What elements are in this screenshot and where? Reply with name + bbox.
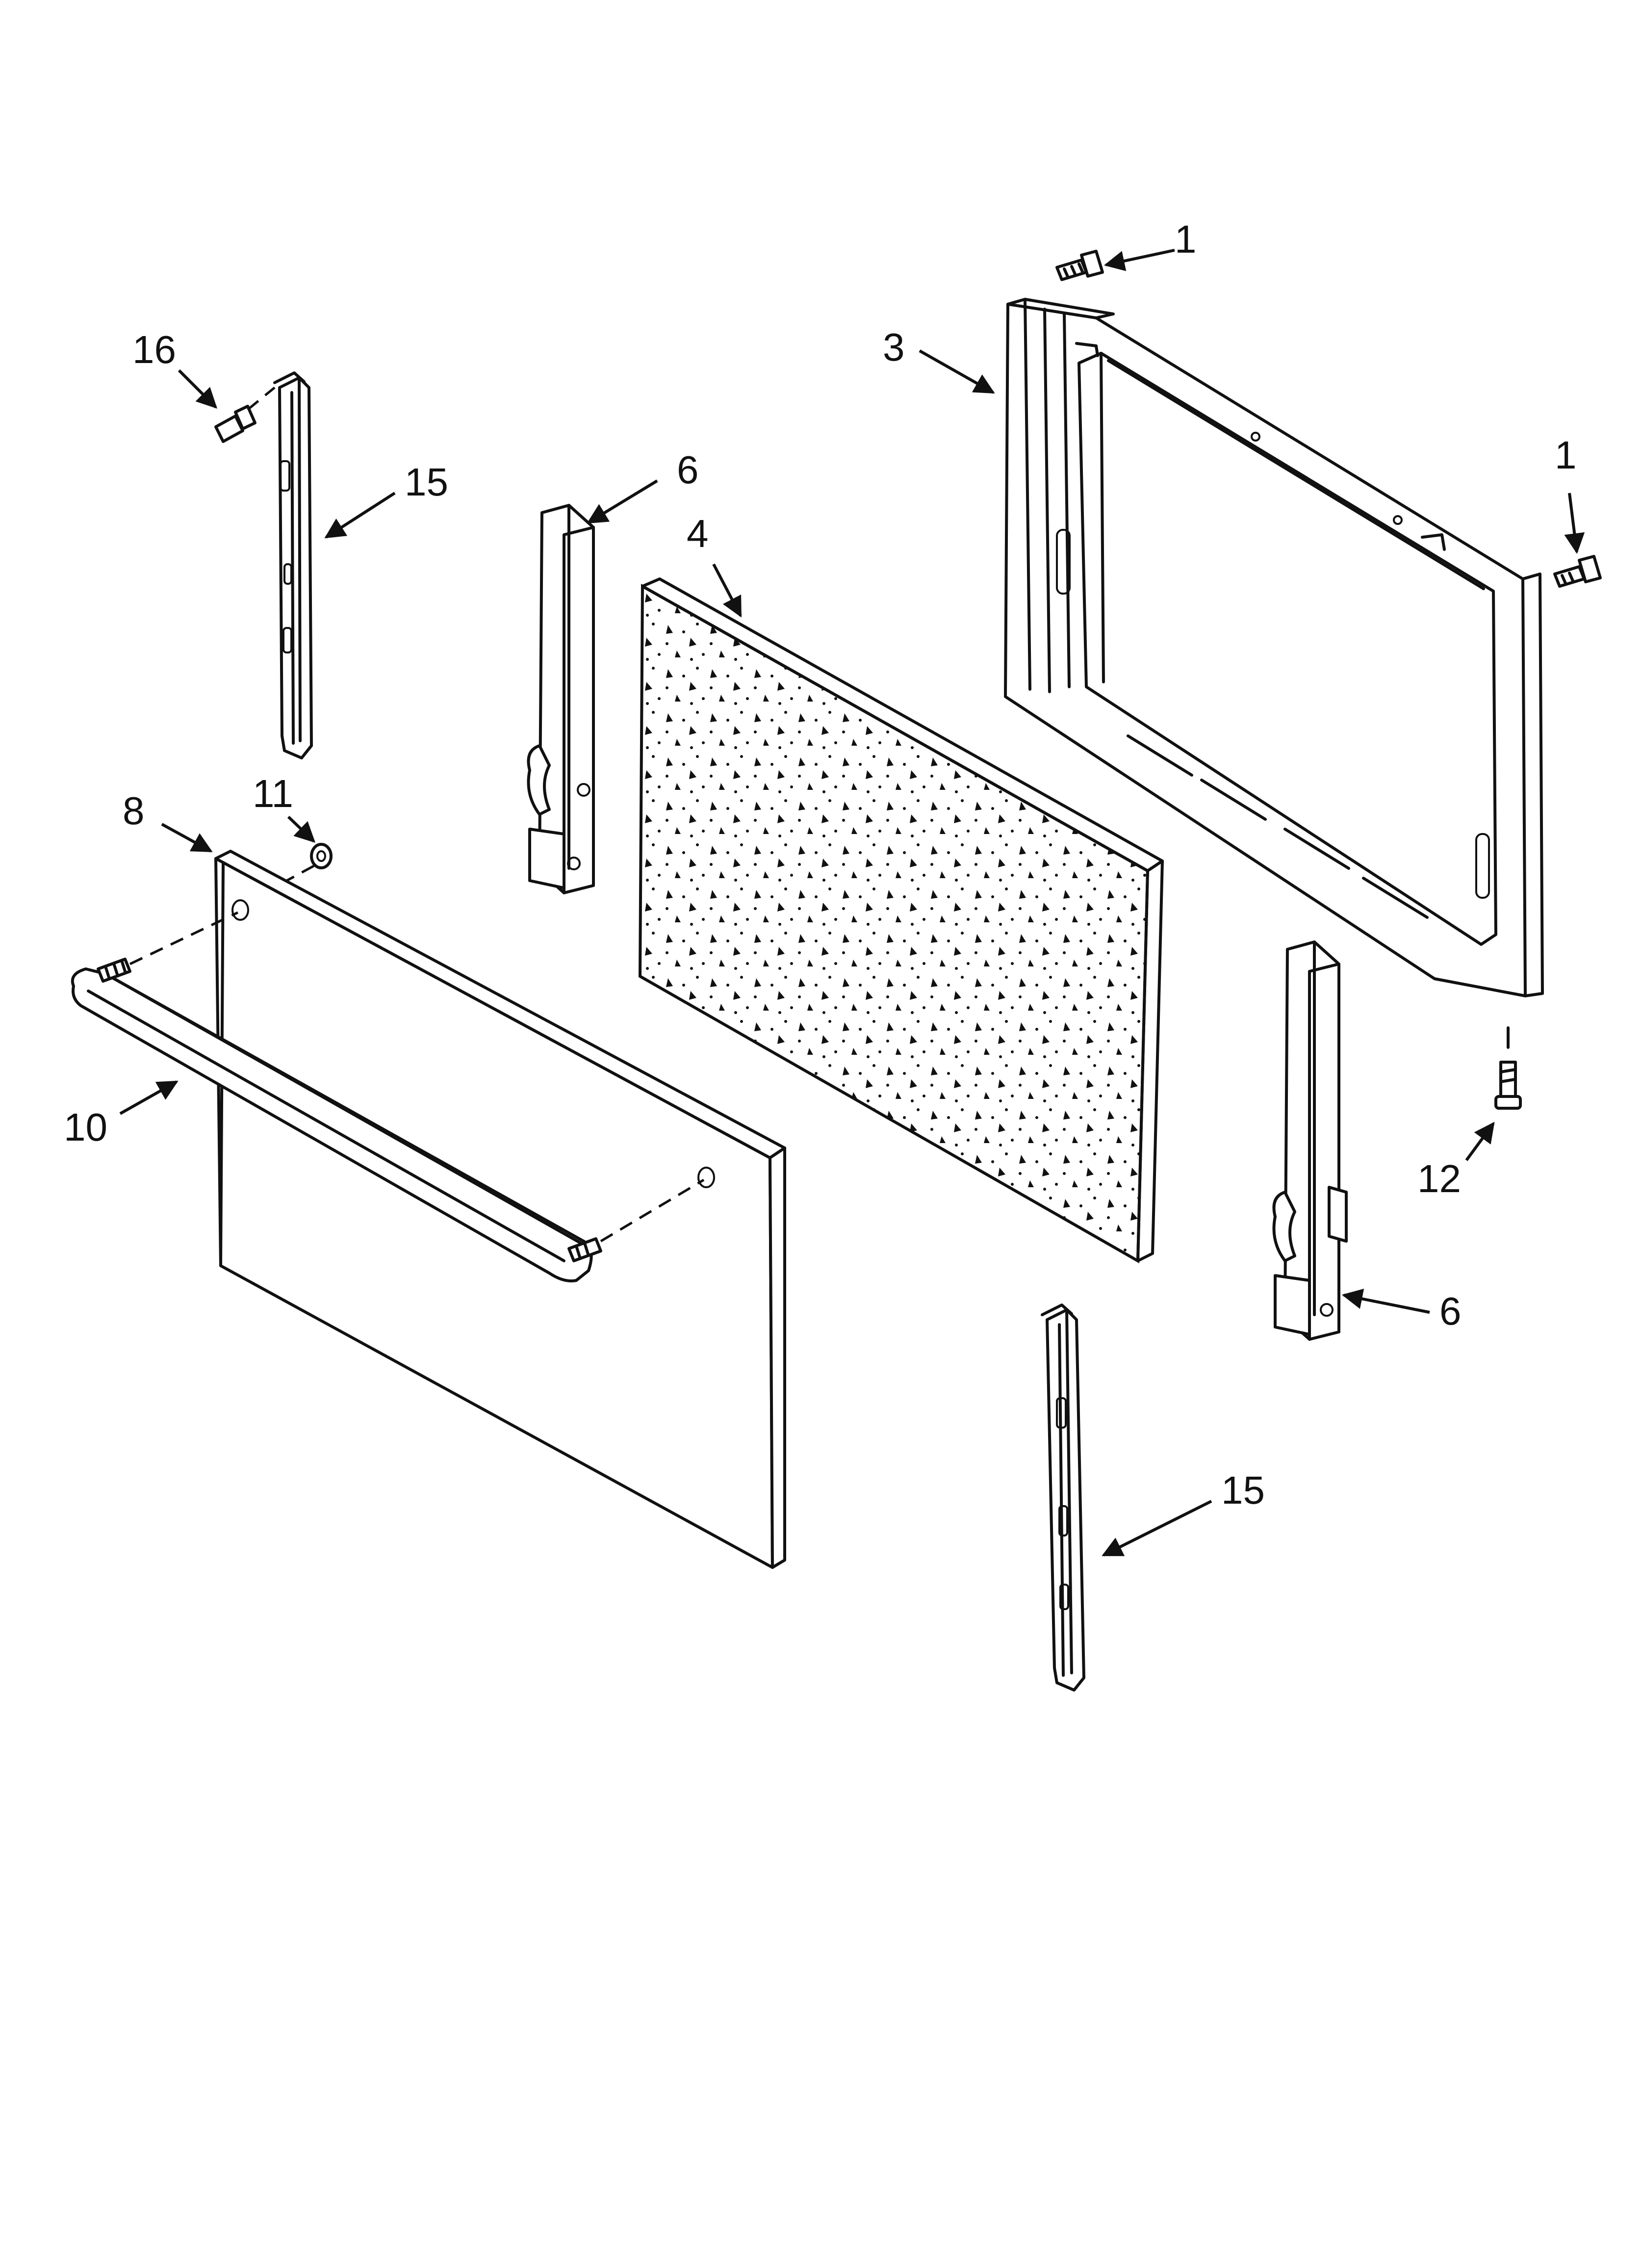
screw-16 [214,387,276,443]
leader-lines [119,249,1585,1557]
leader-15-top [324,492,396,539]
slide-15-bottom [1041,1303,1085,1692]
insulation-panel-part [638,577,1164,1264]
door-frame-part [1004,298,1544,997]
leader-12 [1465,1121,1495,1161]
callout-16: 16 [132,328,176,371]
callout-4: 4 [687,512,709,555]
callout-6-bottom: 6 [1439,1289,1462,1333]
screw-1-right [1553,555,1602,588]
callout-12: 12 [1417,1157,1461,1200]
leader-8 [161,823,213,853]
callout-3: 3 [883,325,905,369]
leader-1-right [1564,493,1585,554]
screw-12 [1494,1026,1522,1110]
leader-11 [287,815,316,843]
screw-1-top [1055,250,1104,281]
callout-10: 10 [64,1105,107,1149]
leader-10 [119,1080,179,1115]
leader-4 [712,563,742,618]
callout-11: 11 [253,772,293,815]
callout-1-right: 1 [1555,433,1577,477]
leader-6-bottom [1341,1288,1430,1314]
callout-6-top: 6 [677,448,699,492]
hinge-6-top [527,504,595,894]
leader-1-top [1103,249,1175,271]
callout-labels: 1 1 3 4 6 6 8 10 11 12 15 15 16 [64,217,1577,1512]
leader-15-bottom [1102,1500,1212,1557]
leader-16 [178,369,217,409]
leader-3 [919,349,995,394]
leader-6-top [587,479,658,524]
callout-15-top: 15 [405,460,448,504]
handle-part [71,911,705,1282]
slide-15-top [273,371,313,759]
callout-15-bottom: 15 [1221,1468,1265,1512]
callout-8: 8 [123,789,145,833]
callout-1-top: 1 [1175,217,1197,261]
hinge-6-bottom [1272,940,1348,1341]
